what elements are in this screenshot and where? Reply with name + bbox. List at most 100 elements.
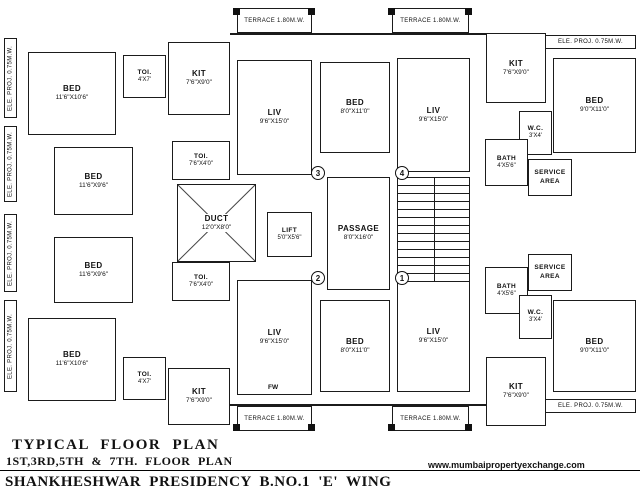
fw-text: FW (268, 384, 279, 391)
room-bed-top-right: BED 9'0"X11'0" (553, 58, 636, 153)
column (388, 424, 395, 431)
room-label: LIV (267, 328, 282, 338)
ele-proj-top-right: ELE. PROJ. 0.75M.W. (545, 35, 636, 49)
ele-proj-left-2: ELE. PROJ. 0.75M.W. (4, 126, 17, 202)
service-area-label: SERVICE (534, 169, 566, 177)
ele-proj-label: ELE. PROJ. 0.75M.W. (7, 220, 14, 286)
room-label: LIV (426, 327, 441, 337)
room-label: LIFT (281, 226, 298, 234)
room-lift: LIFT 5'0"X5'6" (267, 212, 312, 257)
room-label: W.C. (527, 125, 544, 133)
room-dim: 11'6"X10'6" (55, 94, 89, 102)
floor-list-subtitle: 1ST,3RD,5TH & 7TH. FLOOR PLAN (6, 454, 233, 468)
room-dim: 5'0"X5'6" (277, 234, 302, 241)
fw-label: FW (268, 384, 278, 391)
room-dim: 4'X7' (138, 378, 151, 385)
terrace-label: TERRACE 1.80M.W. (244, 17, 305, 24)
unit-number-4: 4 (395, 166, 409, 180)
plan-title: TYPICAL FLOOR PLAN (12, 437, 220, 453)
ele-proj-label: ELE. PROJ. 0.75M.W. (557, 39, 624, 45)
room-label: TOI. (193, 152, 209, 160)
room-dim: 4'X5'6" (497, 290, 516, 297)
room-dim: 9'6"X15'0" (418, 115, 449, 123)
room-liv-top-left: LIV 9'6"X15'0" (237, 60, 312, 175)
room-passage: PASSAGE 8'0"X16'0" (327, 177, 390, 290)
staircase (397, 177, 470, 290)
room-dim: 8'0"X11'0" (340, 108, 370, 116)
unit-number-3: 3 (311, 166, 325, 180)
room-dim: 7'6"X4'0" (189, 160, 213, 167)
room-label: BED (345, 98, 365, 108)
room-liv-bottom-right: LIV 9'6"X15'0" (397, 281, 470, 392)
room-label: W.C. (527, 309, 544, 317)
service-area-label: AREA (539, 272, 561, 280)
footer-divider (0, 470, 640, 472)
service-area-bottom-right: SERVICE AREA (528, 254, 572, 291)
unit-number-label: 4 (399, 168, 405, 178)
column (308, 8, 315, 15)
room-label: KIT (508, 382, 524, 392)
room-label: KIT (191, 69, 207, 79)
terrace-top-left: TERRACE 1.80M.W. (237, 8, 312, 33)
terrace-bottom-left: TERRACE 1.80M.W. (237, 406, 312, 431)
ele-proj-left-1: ELE. PROJ. 0.75M.W. (4, 38, 17, 118)
room-label: BED (345, 336, 365, 346)
room-dim: 9'0"X11'0" (579, 106, 610, 114)
room-liv-bottom-left: LIV 9'6"X15'0" (237, 280, 312, 395)
column (465, 8, 472, 15)
ele-proj-label: ELE. PROJ. 0.75M.W. (7, 45, 14, 111)
column (465, 424, 472, 431)
room-toi-mid-lower: TOI. 7'6"X4'0" (172, 262, 230, 301)
room-label: BED (62, 84, 82, 94)
terrace-bottom-right: TERRACE 1.80M.W. (392, 406, 469, 431)
room-label: TOI. (137, 68, 152, 76)
unit-number-1: 1 (395, 271, 409, 285)
room-dim: 9'6"X15'0" (259, 118, 290, 126)
column (388, 8, 395, 15)
room-label: DUCT (202, 213, 231, 224)
terrace-label: TERRACE 1.80M.W. (400, 17, 461, 24)
service-area-label: SERVICE (534, 264, 566, 272)
room-toi-top-left: TOI. 4'X7' (123, 55, 166, 98)
room-dim: 7'6"X9'0" (186, 397, 212, 405)
room-bed-mid-left-lower: BED 11'6"X9'6" (54, 237, 133, 303)
room-kit-top-left: KIT 7'6"X9'0" (168, 42, 230, 115)
room-dim: 4'X5'6" (497, 162, 516, 169)
room-label: BATH (496, 282, 517, 290)
room-label: LIV (267, 108, 282, 118)
room-label: PASSAGE (337, 224, 380, 234)
column (308, 424, 315, 431)
room-dim: 3'X4' (529, 317, 542, 324)
room-bed-bottom-right: BED 9'0"X11'0" (553, 300, 636, 392)
room-bath-top-right: BATH 4'X5'6" (485, 139, 528, 186)
room-label: LIV (426, 105, 441, 115)
floor-plan: TERRACE 1.80M.W. TERRACE 1.80M.W. ELE. P… (4, 8, 636, 431)
terrace-label: TERRACE 1.80M.W. (244, 415, 305, 422)
unit-number-label: 2 (315, 273, 321, 283)
room-label: KIT (508, 58, 524, 68)
building-name-title: SHANKHESHWAR PRESIDENCY B.NO.1 'E' WING (5, 474, 392, 490)
ele-proj-label: ELE. PROJ. 0.75M.W. (557, 403, 624, 409)
unit-number-label: 1 (399, 273, 405, 283)
column (233, 8, 240, 15)
room-bed-top-center: BED 8'0"X11'0" (320, 62, 390, 153)
unit-number-label: 3 (315, 168, 321, 178)
room-dim: 7'6"X9'0" (503, 68, 529, 76)
room-kit-bottom-left: KIT 7'6"X9'0" (168, 368, 230, 425)
stair-landing-divider (433, 178, 435, 289)
room-bed-bottom-left: BED 11'6"X10'6" (28, 318, 116, 401)
room-dim: 11'6"X9'6" (78, 270, 109, 278)
room-bed-top-left: BED 11'6"X10'6" (28, 52, 116, 135)
room-toi-bottom-left: TOI. 4'X7' (123, 357, 166, 400)
room-dim: 11'6"X9'6" (78, 181, 109, 189)
room-label: TOI. (193, 273, 209, 281)
room-label: BED (62, 350, 82, 360)
room-label: KIT (191, 387, 207, 397)
room-dim: 11'6"X10'6" (55, 360, 89, 368)
room-dim: 12'0"X8'0" (199, 223, 234, 233)
wall-bottom-mid (230, 404, 486, 406)
ele-proj-bottom-right: ELE. PROJ. 0.75M.W. (545, 399, 636, 413)
ele-proj-label: ELE. PROJ. 0.75M.W. (7, 131, 14, 197)
room-dim: 3'X4' (529, 133, 542, 140)
room-duct: DUCT 12'0"X8'0" (177, 184, 256, 262)
